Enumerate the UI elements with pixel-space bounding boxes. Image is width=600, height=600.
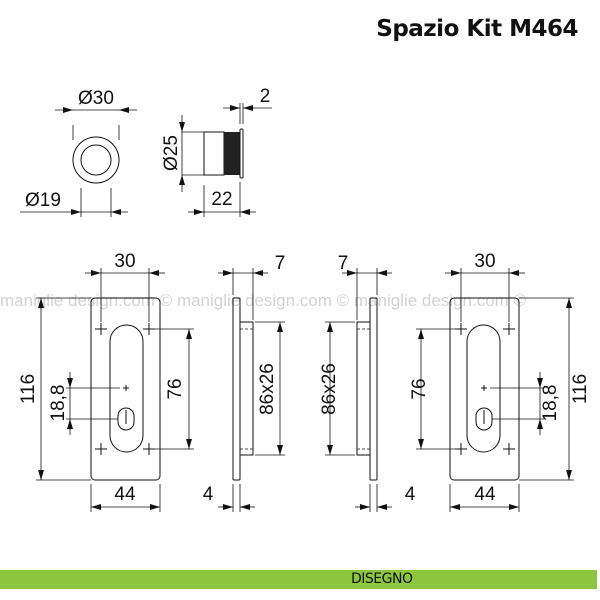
dim-left-keyhole-offset: 18,8 (48, 385, 69, 422)
dim-left-recess: 86x26 (257, 363, 278, 415)
dim-left-hole-spacing-h: 76 (165, 378, 186, 399)
dim-right-keyhole-offset: 18,8 (540, 385, 561, 422)
dim-right-height: 116 (570, 374, 591, 404)
dim-left-depth: 7 (275, 253, 286, 274)
dim-cyl-length: 22 (211, 189, 232, 210)
dim-cyl-diameter: Ø25 (161, 135, 182, 171)
page-title: Spazio Kit M464 (376, 16, 578, 42)
watermark: maniglie design.com © maniglie design.co… (0, 291, 527, 310)
dim-right-hole-spacing-w: 30 (474, 251, 495, 272)
knob-side-view: Ø25 22 2 (161, 86, 272, 217)
left-plate-drawing (36, 268, 285, 512)
dim-knob-inner: Ø19 (25, 190, 61, 211)
dim-left-hole-spacing-w: 30 (114, 251, 135, 272)
dim-right-recess: 86x26 (319, 363, 340, 415)
dim-cyl-flange: 2 (260, 86, 271, 107)
dim-left-width: 44 (114, 484, 136, 505)
dim-left-thickness: 4 (203, 484, 214, 505)
dim-right-width: 44 (474, 484, 496, 505)
footer-bar: DISEGNO (0, 570, 597, 589)
dim-left-height: 116 (18, 374, 39, 404)
dim-right-thickness: 4 (405, 484, 416, 505)
dim-knob-outer: Ø30 (78, 88, 114, 109)
dim-right-hole-spacing-h: 76 (409, 378, 430, 399)
knob-front-view: Ø30 Ø19 (20, 88, 137, 217)
dim-right-depth: 7 (338, 253, 349, 274)
footer-label: DISEGNO (351, 571, 413, 587)
